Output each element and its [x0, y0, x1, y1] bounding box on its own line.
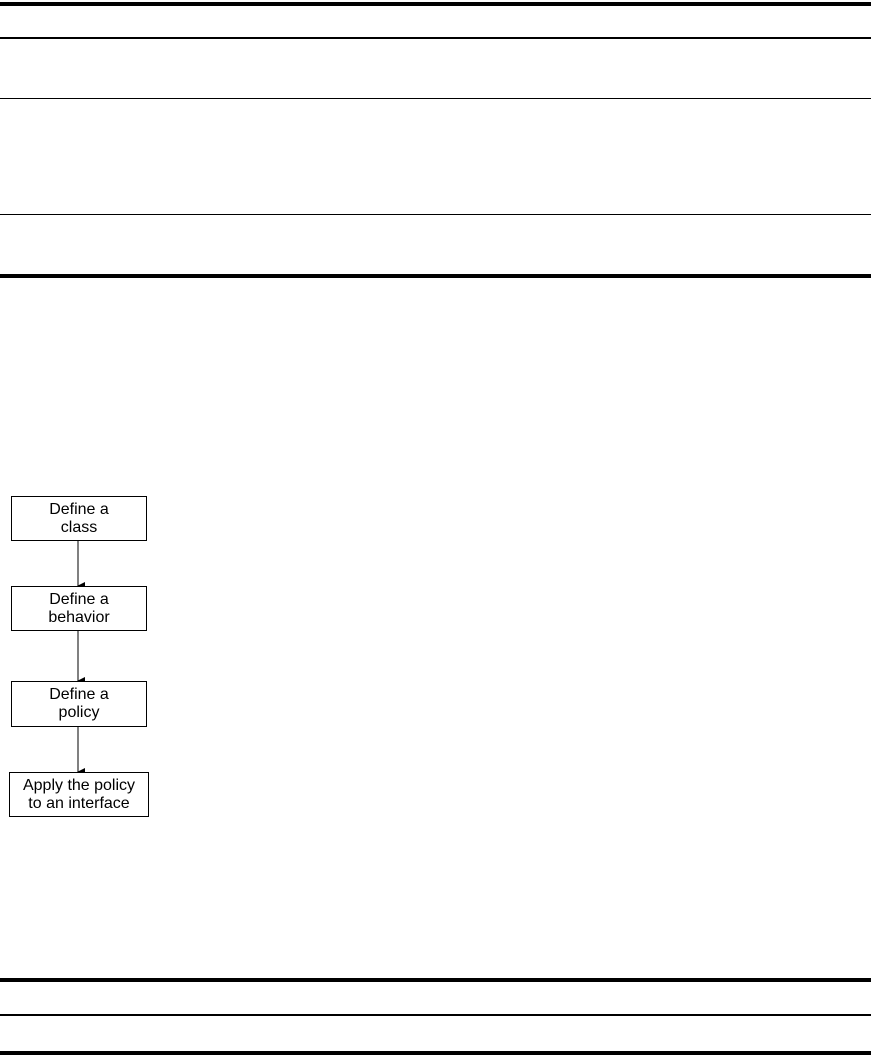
flow-step-define-behavior: Define a behavior	[11, 586, 147, 631]
flow-step-label: Define a behavior	[48, 590, 110, 626]
bottom-table-header-rule	[0, 1014, 871, 1016]
flow-step-label: Apply the policy to an interface	[22, 776, 136, 812]
flow-step-define-policy: Define a policy	[11, 681, 147, 727]
top-table-header-rule	[0, 37, 871, 39]
top-table-bottom-rule	[0, 274, 871, 278]
flow-step-apply-policy: Apply the policy to an interface	[9, 772, 149, 817]
top-table-top-rule	[0, 2, 871, 6]
flow-step-define-class: Define a class	[11, 496, 147, 541]
flow-step-label: Define a policy	[49, 686, 109, 721]
bottom-table-top-rule	[0, 978, 871, 982]
bottom-table-bottom-rule	[0, 1051, 871, 1055]
top-table-row-divider-1	[0, 98, 871, 99]
top-table-row-divider-2	[0, 214, 871, 215]
flow-step-label: Define a class	[49, 500, 109, 536]
